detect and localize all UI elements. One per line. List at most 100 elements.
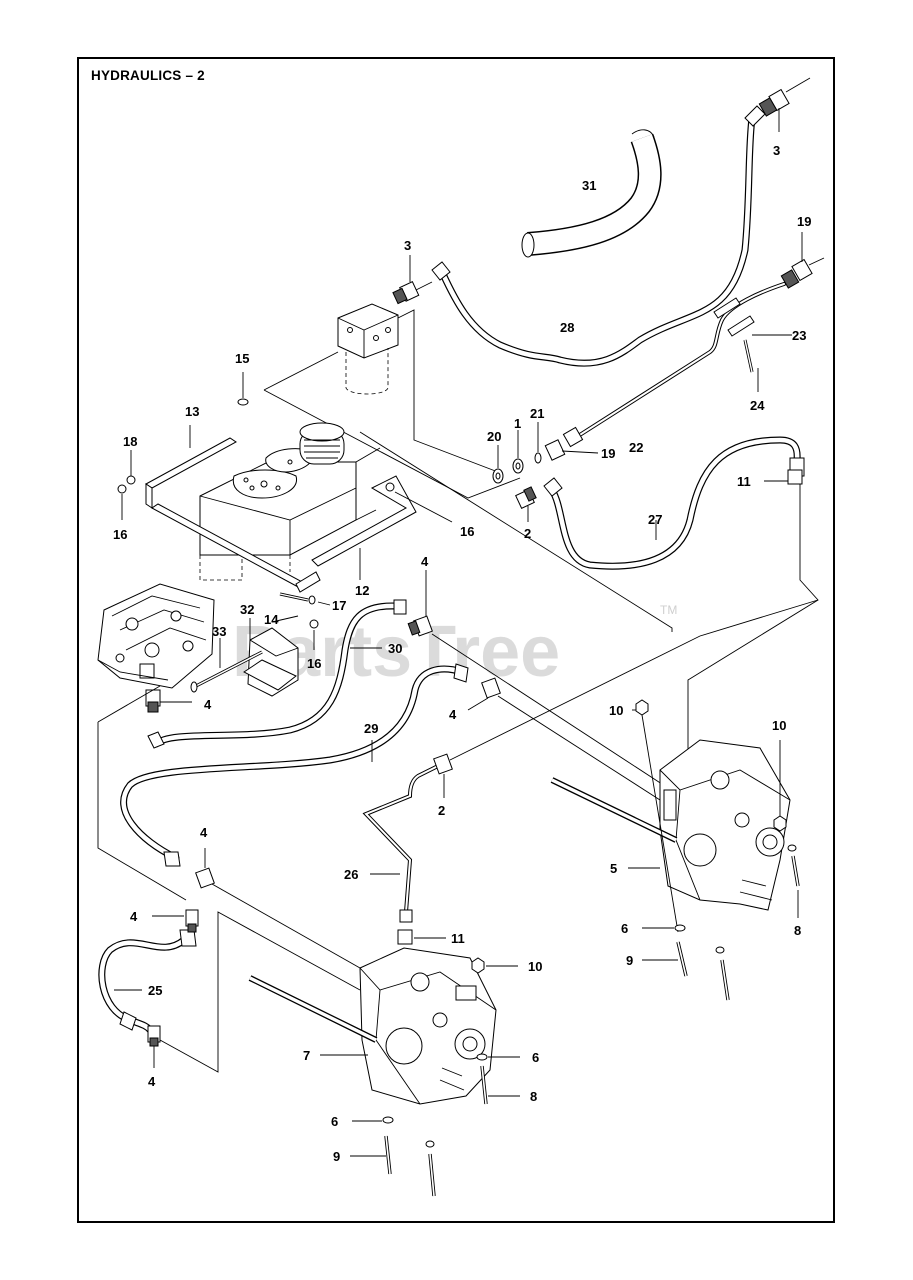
- callout-27: 27: [648, 512, 662, 527]
- callout-9-b: 9: [333, 1149, 340, 1164]
- callout-4-c: 4: [449, 707, 457, 722]
- fitting-3-top: [758, 77, 811, 132]
- callout-17: 17: [332, 598, 346, 613]
- callout-10-c: 10: [528, 959, 542, 974]
- reservoir-tank: [199, 422, 381, 581]
- diagram-frame: [77, 57, 835, 1223]
- nut-10-right-b: [773, 740, 787, 832]
- callout-4-f: 4: [148, 1074, 156, 1089]
- callout-19-b: 19: [601, 446, 615, 461]
- callout-6-a: 6: [621, 921, 628, 936]
- tube-22: [562, 282, 786, 448]
- callout-4-e: 4: [130, 909, 138, 924]
- callout-18: 18: [123, 434, 137, 449]
- callout-16-b: 16: [460, 524, 474, 539]
- callout-19-a: 19: [797, 214, 811, 229]
- callout-8-b: 8: [530, 1089, 537, 1104]
- callout-32: 32: [240, 602, 254, 617]
- callout-11-b: 11: [451, 931, 465, 946]
- callout-4-a: 4: [421, 554, 429, 569]
- callout-2-top: 2: [524, 526, 531, 541]
- callout-8-a: 8: [794, 923, 801, 938]
- fitting-2-lower: [433, 599, 819, 798]
- callout-4-b: 4: [204, 697, 212, 712]
- fitting-4-pump: [145, 689, 192, 713]
- o-ring-21: [534, 422, 542, 464]
- fitting-4-hose25-bottom: [147, 911, 361, 1073]
- fitting-3-mid: [392, 255, 433, 305]
- transaxle-7: [248, 947, 497, 1105]
- tank-strap-12: [295, 475, 417, 593]
- hose-31: [521, 129, 662, 258]
- filter-head-assembly: [337, 303, 399, 395]
- callout-13: 13: [185, 404, 199, 419]
- callout-29: 29: [364, 721, 378, 736]
- callout-23: 23: [792, 328, 806, 343]
- callout-25: 25: [148, 983, 162, 998]
- nut-10-right-a: [632, 699, 679, 933]
- callout-14: 14: [264, 612, 279, 627]
- washer-6-left-right: [476, 1053, 520, 1061]
- tube-26: [362, 764, 440, 923]
- callout-28: 28: [560, 320, 574, 335]
- bracket-32: [243, 618, 299, 697]
- washer-20: [492, 445, 504, 484]
- hose-27: [543, 436, 805, 570]
- callout-33: 33: [212, 624, 226, 639]
- callout-9-a: 9: [626, 953, 633, 968]
- callout-26: 26: [344, 867, 358, 882]
- callout-3-top: 3: [773, 143, 780, 158]
- fitting-11-lower: [397, 929, 446, 945]
- bolt-9-right: [642, 941, 688, 977]
- fitting-4-lower: [195, 848, 361, 969]
- callout-2-lower: 2: [438, 803, 445, 818]
- fitting-2-top: [515, 486, 537, 522]
- washer-1: [512, 430, 524, 474]
- callout-7: 7: [303, 1048, 310, 1063]
- watermark-tm: TM: [660, 603, 677, 617]
- fitting-4-hose30: [407, 570, 669, 789]
- callout-4-d: 4: [200, 825, 208, 840]
- bolt-15: [237, 372, 249, 406]
- callout-30: 30: [388, 641, 402, 656]
- nut-16-right: [385, 482, 453, 523]
- bolt-9-left: [350, 1135, 392, 1175]
- callout-21: 21: [530, 406, 544, 421]
- callout-16-a: 16: [113, 527, 127, 542]
- hose-30: [147, 599, 407, 749]
- callout-15: 15: [235, 351, 249, 366]
- nut-10-left: [471, 957, 518, 974]
- washer-6-right: [642, 924, 686, 932]
- callout-3-mid: 3: [404, 238, 411, 253]
- hose-28: [431, 105, 766, 367]
- fitting-4-hose25-top: [152, 909, 199, 933]
- nut-16-left: [117, 484, 127, 520]
- bolt-17: [279, 592, 331, 606]
- callout-20: 20: [487, 429, 501, 444]
- hydraulic-pump: [97, 583, 215, 689]
- fitting-4-hose29: [467, 677, 661, 801]
- callout-22: 22: [629, 440, 643, 455]
- callout-16-c: 16: [307, 656, 321, 671]
- callout-11-a: 11: [737, 474, 751, 489]
- bolt-8-left: [480, 1065, 520, 1105]
- callout-31: 31: [582, 178, 596, 193]
- fitting-19-left: [544, 439, 599, 461]
- transaxle-5: [550, 739, 791, 911]
- callout-5: 5: [610, 861, 617, 876]
- hose-29: [120, 663, 469, 867]
- diagram-title: HYDRAULICS – 2: [91, 68, 205, 83]
- hose-25: [98, 929, 197, 1034]
- clamp-23: [713, 297, 792, 337]
- callout-6-b: 6: [532, 1050, 539, 1065]
- callout-24: 24: [750, 398, 765, 413]
- nut-16-bracket: [309, 619, 319, 650]
- bolt-8-right: [787, 844, 800, 918]
- callout-6-c: 6: [331, 1114, 338, 1129]
- callout-10-b: 10: [772, 718, 786, 733]
- bolt-33: [190, 638, 263, 693]
- bolt-lower-right: [715, 946, 730, 1001]
- callout-12: 12: [355, 583, 369, 598]
- fitting-19-right: [780, 232, 825, 289]
